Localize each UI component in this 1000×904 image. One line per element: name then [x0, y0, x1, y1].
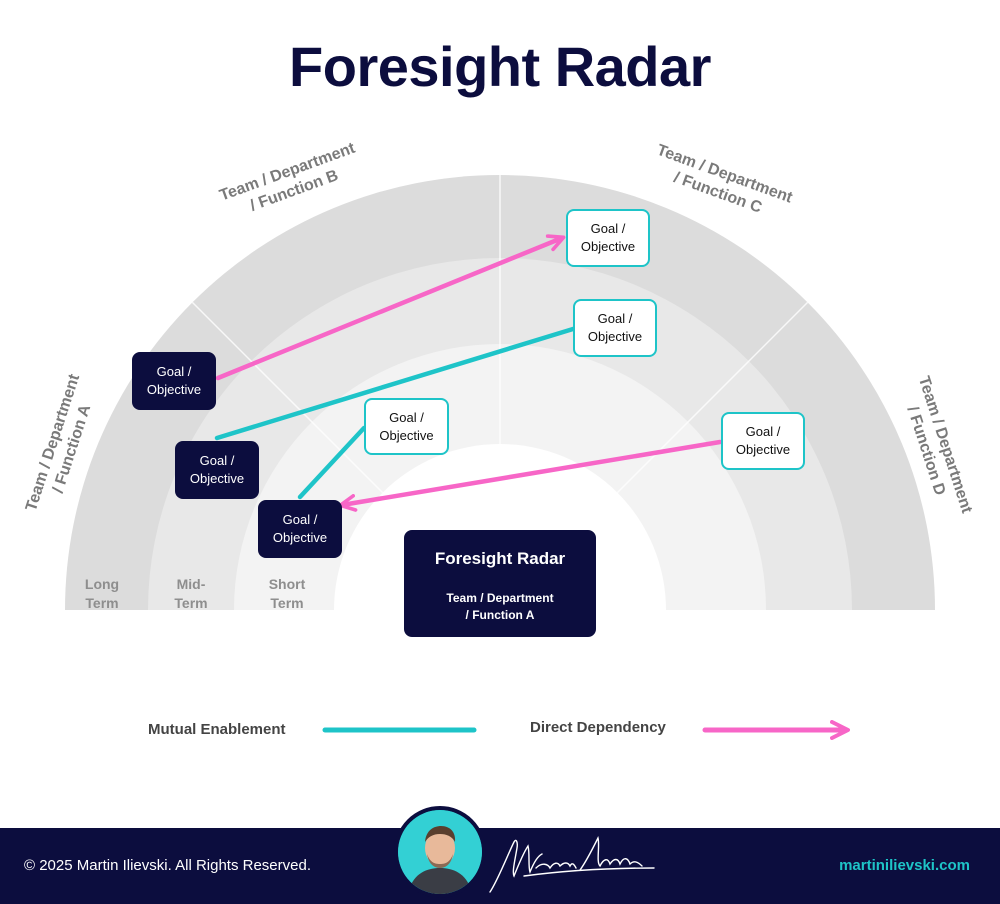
direct-dependency-arrow [338, 439, 723, 512]
center-subtitle: Team / Department / Function A [446, 591, 554, 622]
legend-mutual-label: Mutual Enablement [148, 721, 286, 738]
goal-box: Goal /Objective [721, 412, 805, 470]
person-portrait-icon [394, 806, 486, 898]
goal-box: Goal /Objective [132, 352, 216, 410]
footer: © 2025 Martin Ilievski. All Rights Reser… [0, 828, 1000, 904]
goal-box: Goal /Objective [573, 299, 657, 357]
goal-box: Goal /Objective [364, 398, 449, 455]
ring-label-mid-term: Mid-Term [174, 576, 208, 611]
website-link[interactable]: martinilievski.com [839, 857, 970, 874]
direct-dependency-arrow [215, 234, 566, 381]
legend-direct-label: Direct Dependency [530, 719, 666, 736]
mutual-enablement-line [214, 326, 576, 441]
goal-box: Goal /Objective [175, 441, 259, 499]
center-function-box: Foresight Radar Team / Department / Func… [404, 530, 596, 637]
segment-divider [616, 301, 809, 494]
center-title: Foresight Radar [434, 549, 566, 568]
mutual-enablement-line [297, 425, 367, 500]
copyright-text: © 2025 Martin Ilievski. All Rights Reser… [24, 857, 311, 874]
handwritten-signature-icon [489, 835, 655, 893]
segment-divider [191, 301, 384, 494]
goal-box: Goal /Objective [566, 209, 650, 267]
page-title: Foresight Radar [289, 35, 711, 98]
goal-box: Goal /Objective [258, 500, 342, 558]
